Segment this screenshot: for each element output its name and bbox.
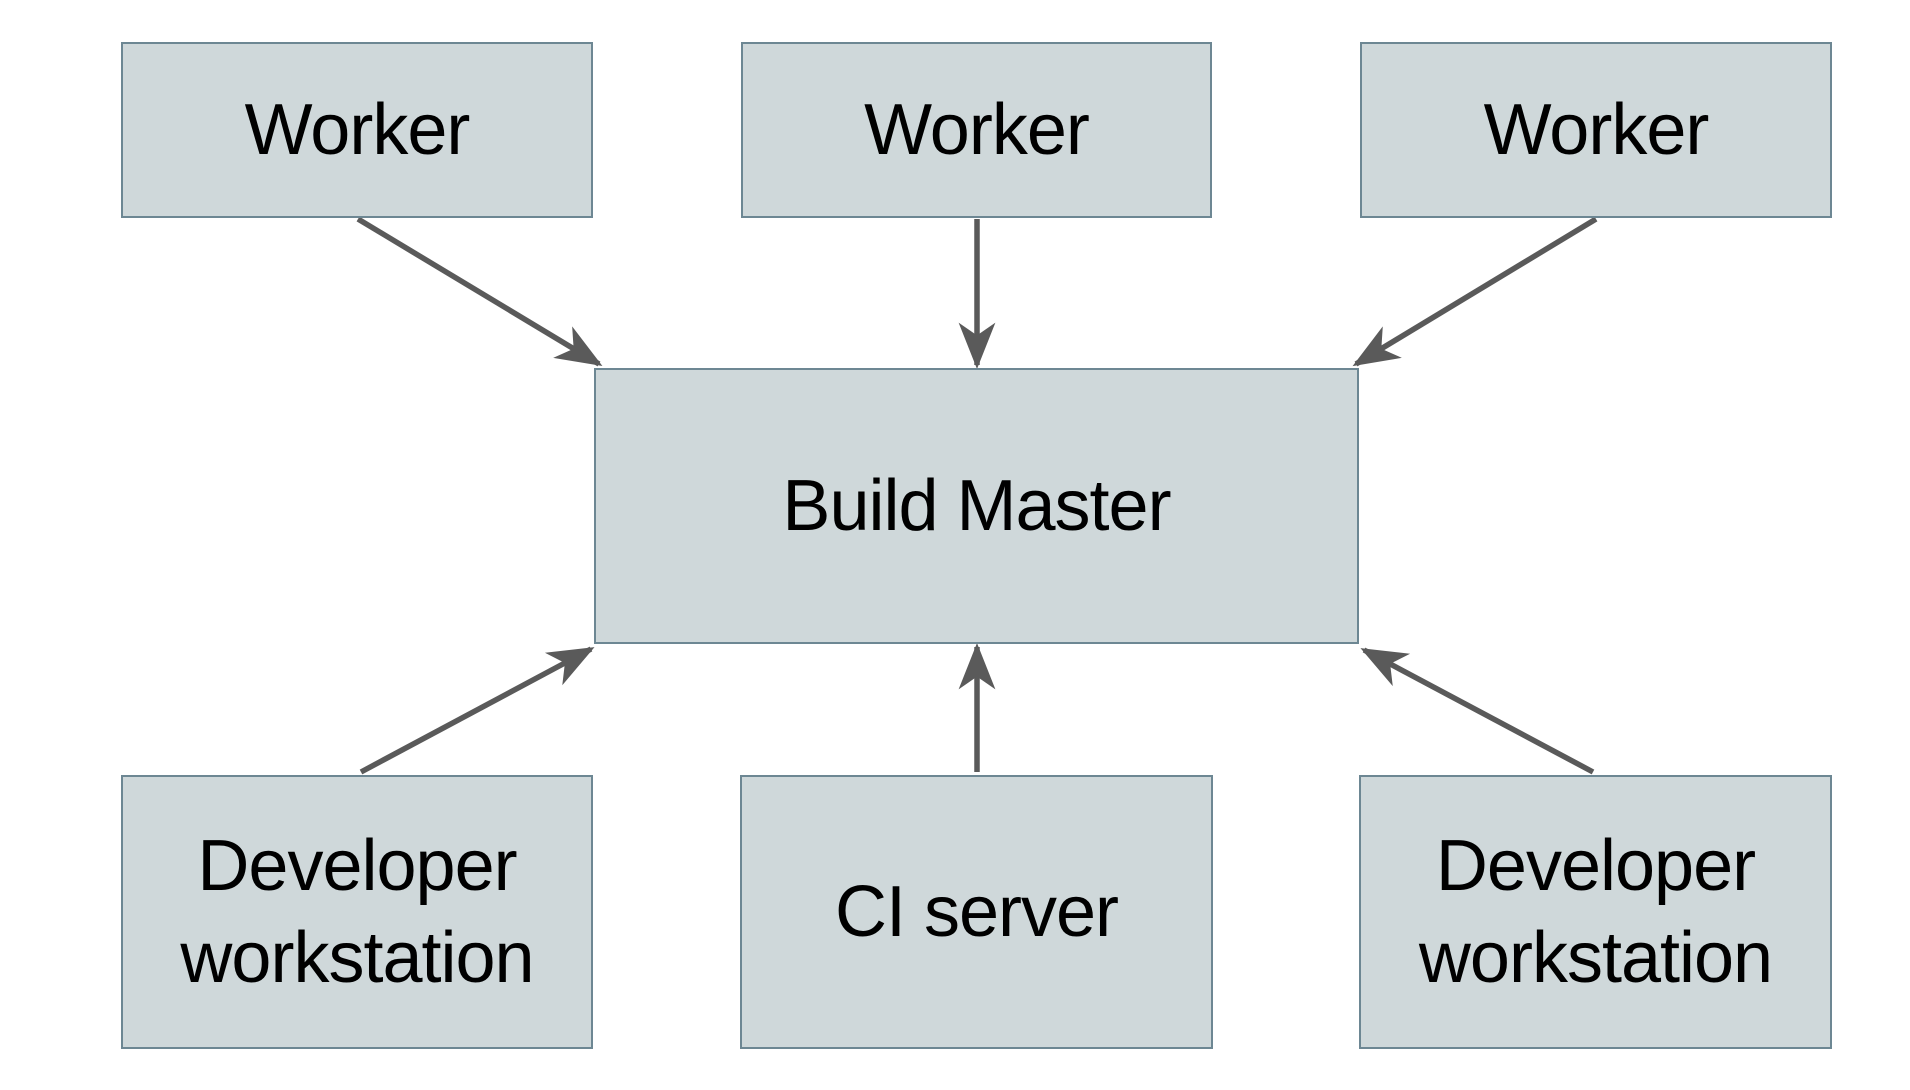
node-worker-2: Worker: [741, 42, 1212, 218]
node-ci-server: CI server: [740, 775, 1213, 1049]
node-label-worker-3: Worker: [1483, 89, 1710, 170]
node-label-worker-1: Worker: [244, 89, 471, 170]
node-worker-1: Worker: [121, 42, 593, 218]
node-developer-workstation-2: Developer workstation: [1359, 775, 1832, 1049]
node-build-master: Build Master: [594, 368, 1359, 644]
node-label-ci-server: CI server: [834, 871, 1119, 952]
node-developer-workstation-1: Developer workstation: [121, 775, 593, 1049]
arrow-developer-workstation-1-to-build-master: [359, 646, 595, 775]
node-label-worker-2: Worker: [864, 89, 1090, 170]
arrow-developer-workstation-2-to-build-master: [1360, 647, 1595, 775]
arrow-worker-1-to-build-master: [356, 216, 603, 367]
node-label-developer-workstation-1: Developer workstation: [180, 825, 534, 998]
arrow-worker-3-to-build-master: [1352, 216, 1598, 367]
node-label-developer-workstation-2: Developer workstation: [1418, 825, 1773, 998]
node-label-build-master: Build Master: [782, 465, 1171, 546]
node-worker-3: Worker: [1360, 42, 1832, 218]
